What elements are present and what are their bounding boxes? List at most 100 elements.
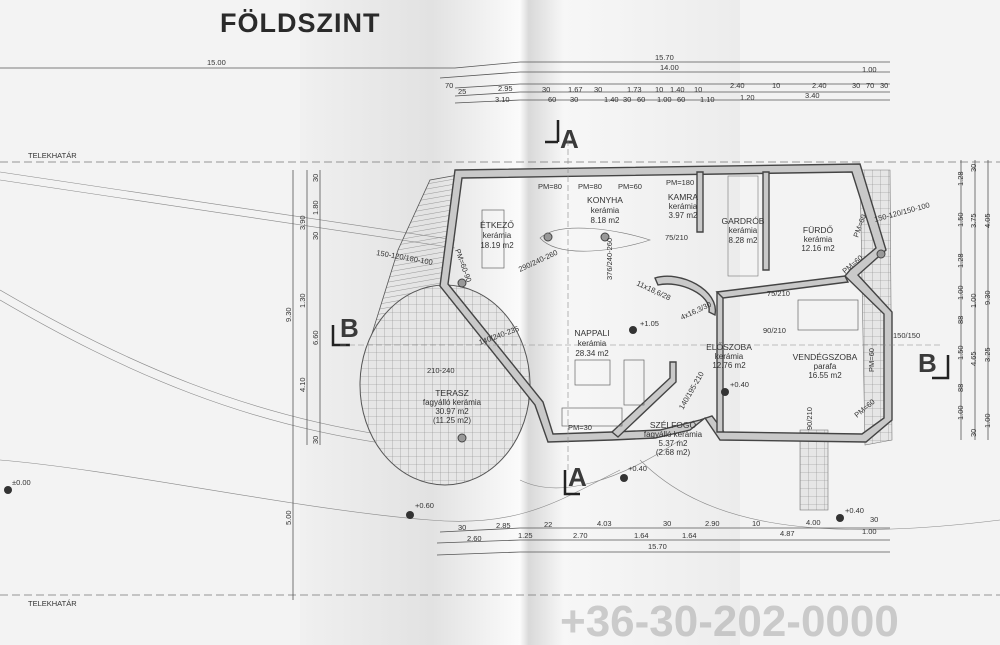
svg-text:KONYHA: KONYHA [587, 195, 623, 205]
svg-text:60: 60 [548, 95, 556, 104]
room-kamra: KAMRA kerámia 3.97 m2 [668, 192, 699, 220]
svg-text:kerámia: kerámia [729, 226, 758, 235]
svg-text:12.16 m2: 12.16 m2 [801, 244, 835, 253]
svg-text:75/210: 75/210 [767, 289, 790, 298]
svg-text:28.34 m2: 28.34 m2 [575, 349, 609, 358]
plot-boundary-top: TELEKHATÁR [0, 151, 1000, 163]
svg-text:3.25: 3.25 [983, 347, 992, 362]
svg-text:150/150: 150/150 [893, 331, 920, 340]
svg-text:+0.40: +0.40 [845, 506, 864, 515]
svg-text:kerámia: kerámia [804, 235, 833, 244]
room-nappali: NAPPALI kerámia 28.34 m2 [574, 328, 609, 358]
svg-text:kerámia: kerámia [483, 231, 512, 240]
site-lines [0, 171, 1000, 530]
svg-text:2.70: 2.70 [573, 531, 588, 540]
svg-text:1.00: 1.00 [862, 527, 877, 536]
svg-text:1.30: 1.30 [298, 293, 307, 308]
building-walls [439, 163, 893, 443]
svg-text:kerámia: kerámia [669, 202, 698, 211]
svg-text:10: 10 [772, 81, 780, 90]
svg-text:PM=30: PM=30 [568, 423, 592, 432]
svg-text:TELEKHATÁR: TELEKHATÁR [28, 599, 77, 608]
svg-text:30: 30 [542, 85, 550, 94]
svg-text:+1.05: +1.05 [640, 319, 659, 328]
svg-text:14.00: 14.00 [660, 63, 679, 72]
furniture [481, 175, 859, 427]
svg-text:8.28 m2: 8.28 m2 [729, 236, 758, 245]
top-dimensions: 15.00 15.70 70 14.00 1.00 25 2.95 30 1.6… [0, 53, 890, 104]
svg-text:90/210: 90/210 [805, 407, 814, 430]
svg-text:70: 70 [445, 81, 453, 90]
svg-text:1.73: 1.73 [627, 85, 642, 94]
room-eloszoba: ELŐSZOBA kerámia 12.76 m2 [706, 342, 752, 370]
svg-text:1.64: 1.64 [634, 531, 649, 540]
svg-text:1.67: 1.67 [568, 85, 583, 94]
svg-text:30.97 m2: 30.97 m2 [435, 407, 469, 416]
svg-text:30: 30 [594, 85, 602, 94]
svg-text:60: 60 [677, 95, 685, 104]
svg-text:1.40: 1.40 [604, 95, 619, 104]
svg-text:(2.68 m2): (2.68 m2) [656, 448, 691, 457]
svg-text:30: 30 [570, 95, 578, 104]
room-konyha: KONYHA kerámia 8.18 m2 [587, 195, 623, 225]
svg-text:1.50: 1.50 [956, 345, 965, 360]
svg-text:1.10: 1.10 [700, 95, 715, 104]
svg-text:FÜRDŐ: FÜRDŐ [803, 225, 834, 235]
svg-text:+0.40: +0.40 [730, 380, 749, 389]
svg-text:88: 88 [956, 384, 965, 392]
svg-text:30: 30 [311, 436, 320, 444]
svg-text:25: 25 [458, 87, 466, 96]
svg-text:15.70: 15.70 [655, 53, 674, 62]
svg-text:5.00: 5.00 [284, 510, 293, 525]
svg-text:1.20: 1.20 [740, 93, 755, 102]
svg-text:+0.40: +0.40 [628, 464, 647, 473]
paper-fold [300, 0, 740, 645]
svg-text:3.97 m2: 3.97 m2 [669, 211, 698, 220]
svg-text:16.55 m2: 16.55 m2 [808, 371, 842, 380]
svg-text:9.30: 9.30 [284, 307, 293, 322]
svg-text:1.50: 1.50 [956, 212, 965, 227]
svg-text:70: 70 [866, 81, 874, 90]
svg-text:10: 10 [752, 519, 760, 528]
svg-text:10: 10 [694, 85, 702, 94]
svg-text:30: 30 [969, 429, 978, 437]
left-dimensions: 30 1.80 30 3.90 1.30 9.30 6.60 4.10 30 5… [284, 170, 321, 600]
svg-text:30: 30 [311, 232, 320, 240]
svg-text:1.00: 1.00 [956, 285, 965, 300]
svg-text:B: B [918, 348, 937, 378]
svg-text:30: 30 [623, 95, 631, 104]
svg-text:kerámia: kerámia [591, 206, 620, 215]
svg-text:9.30: 9.30 [983, 290, 992, 305]
section-marker-a-top: A [545, 120, 579, 154]
svg-text:1.40: 1.40 [670, 85, 685, 94]
svg-text:2.40: 2.40 [730, 81, 745, 90]
section-marker-a-bottom: A [563, 462, 587, 496]
svg-text:12.76 m2: 12.76 m2 [712, 361, 746, 370]
svg-text:210-240: 210-240 [427, 366, 455, 375]
svg-text:±0.00: ±0.00 [12, 478, 31, 487]
room-etkezo: ÉTKEZŐ kerámia 18.19 m2 [480, 220, 514, 250]
svg-text:4.03: 4.03 [597, 519, 612, 528]
svg-text:1.28: 1.28 [956, 253, 965, 268]
room-terasz: TERASZ fagyálló kerámia 30.97 m2 (11.25 … [423, 388, 482, 425]
room-szelfogo: SZÉLFOGÓ fagyálló kerámia 5.37 m2 (2.68 … [644, 420, 703, 457]
svg-text:4.00: 4.00 [806, 518, 821, 527]
svg-text:75/210: 75/210 [665, 233, 688, 242]
svg-text:kerámia: kerámia [715, 352, 744, 361]
svg-text:4.05: 4.05 [983, 213, 992, 228]
svg-text:30: 30 [969, 164, 978, 172]
svg-text:GARDRÓB: GARDRÓB [722, 216, 765, 226]
svg-text:1.00: 1.00 [657, 95, 672, 104]
svg-text:1.28: 1.28 [956, 171, 965, 186]
svg-text:SZÉLFOGÓ: SZÉLFOGÓ [650, 420, 697, 430]
svg-text:(11.25 m2): (11.25 m2) [433, 416, 471, 425]
drawing-title: FÖLDSZINT [220, 8, 380, 38]
svg-text:1.00: 1.00 [983, 413, 992, 428]
svg-text:ELŐSZOBA: ELŐSZOBA [706, 342, 752, 352]
svg-text:15.70: 15.70 [648, 542, 667, 551]
svg-text:30: 30 [663, 519, 671, 528]
plot-boundary-bottom: TELEKHATÁR [0, 594, 1000, 608]
svg-text:KAMRA: KAMRA [668, 192, 699, 202]
